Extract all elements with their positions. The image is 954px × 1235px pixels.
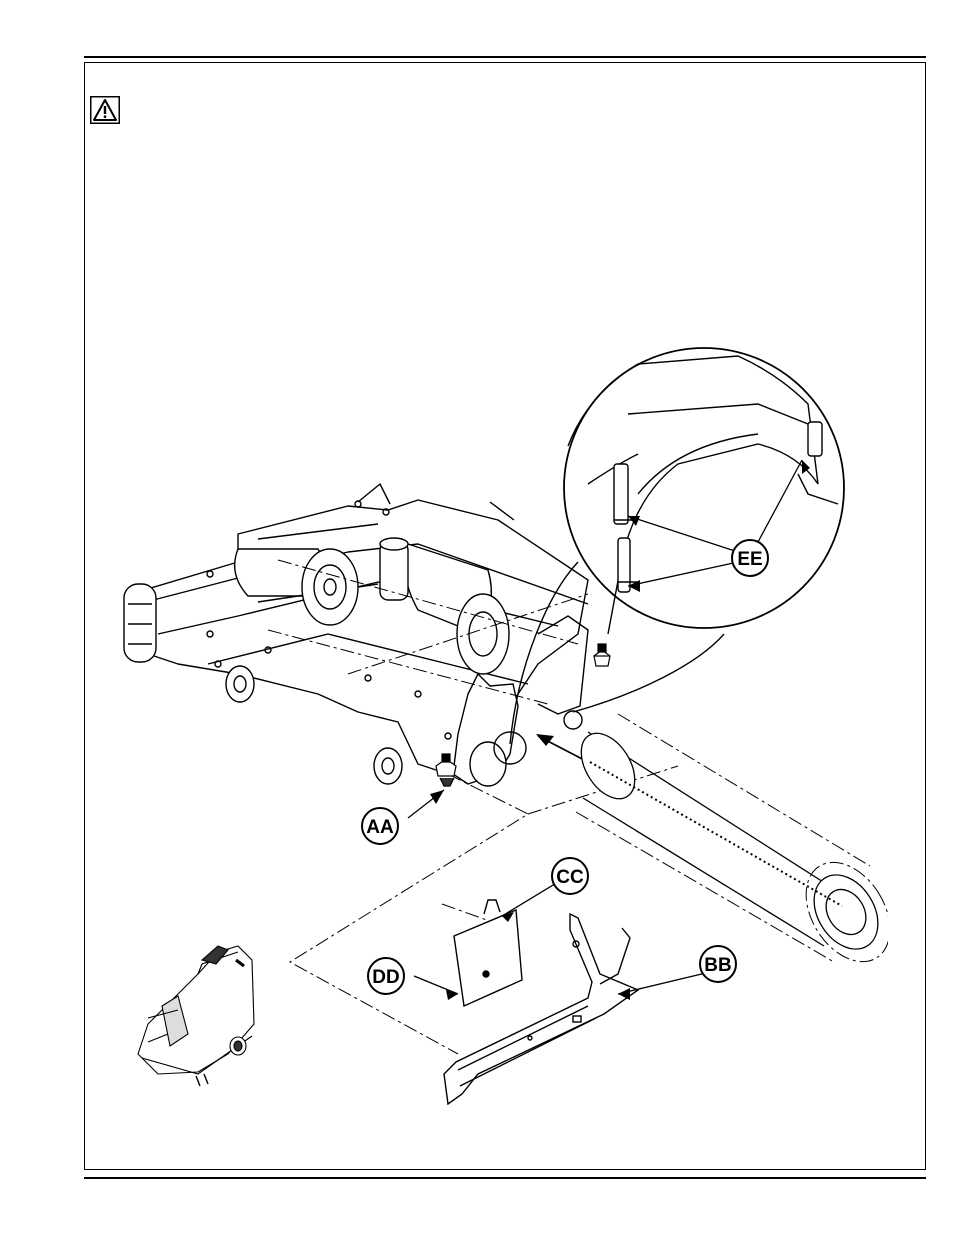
callout-ee-label: EE [737,549,762,570]
brush-assembly-diagram: AA BB CC DD EE [118,334,888,1114]
callout-aa: AA [362,808,398,844]
callout-aa-label: AA [366,817,394,838]
knob-aa [436,754,456,786]
floor-scrubber-machine-icon [138,946,254,1086]
detail-circle-upper [564,711,582,729]
top-rule [84,56,926,58]
callout-ee: EE [732,540,768,576]
callout-cc-label: CC [556,867,584,888]
magnified-detail [510,348,844,744]
scrub-deck-frame [124,484,588,786]
warning-triangle-icon [90,96,120,124]
callout-dd-label: DD [372,967,399,988]
callout-bb-label: BB [704,955,731,976]
bottom-rule [84,1177,926,1179]
callout-dd: DD [368,958,404,994]
insert-arrowhead [536,734,554,746]
callout-cc: CC [552,858,588,894]
side-plate-dd [454,900,522,1006]
callout-bb: BB [700,946,736,982]
brush-cylinder [570,724,888,961]
knob-right [594,644,610,666]
